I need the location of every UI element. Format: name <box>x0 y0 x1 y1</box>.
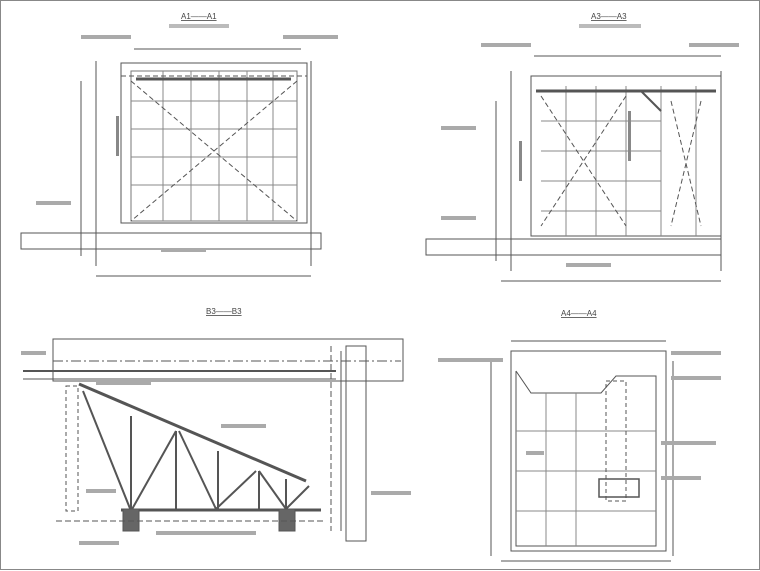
view-title-bottom-left: B3——B3 <box>206 307 242 316</box>
view-title-top-right: A3——A3 <box>591 12 627 21</box>
view-top-left: A1——A1 <box>20 12 338 277</box>
view-title-bottom-right: A4——A4 <box>561 309 597 318</box>
view-bottom-right: A4——A4 <box>438 309 721 562</box>
view-bottom-left: B3——B3 <box>21 307 411 545</box>
view-title-top-left: A1——A1 <box>181 12 217 21</box>
view-top-right: A3——A3 <box>425 12 739 282</box>
